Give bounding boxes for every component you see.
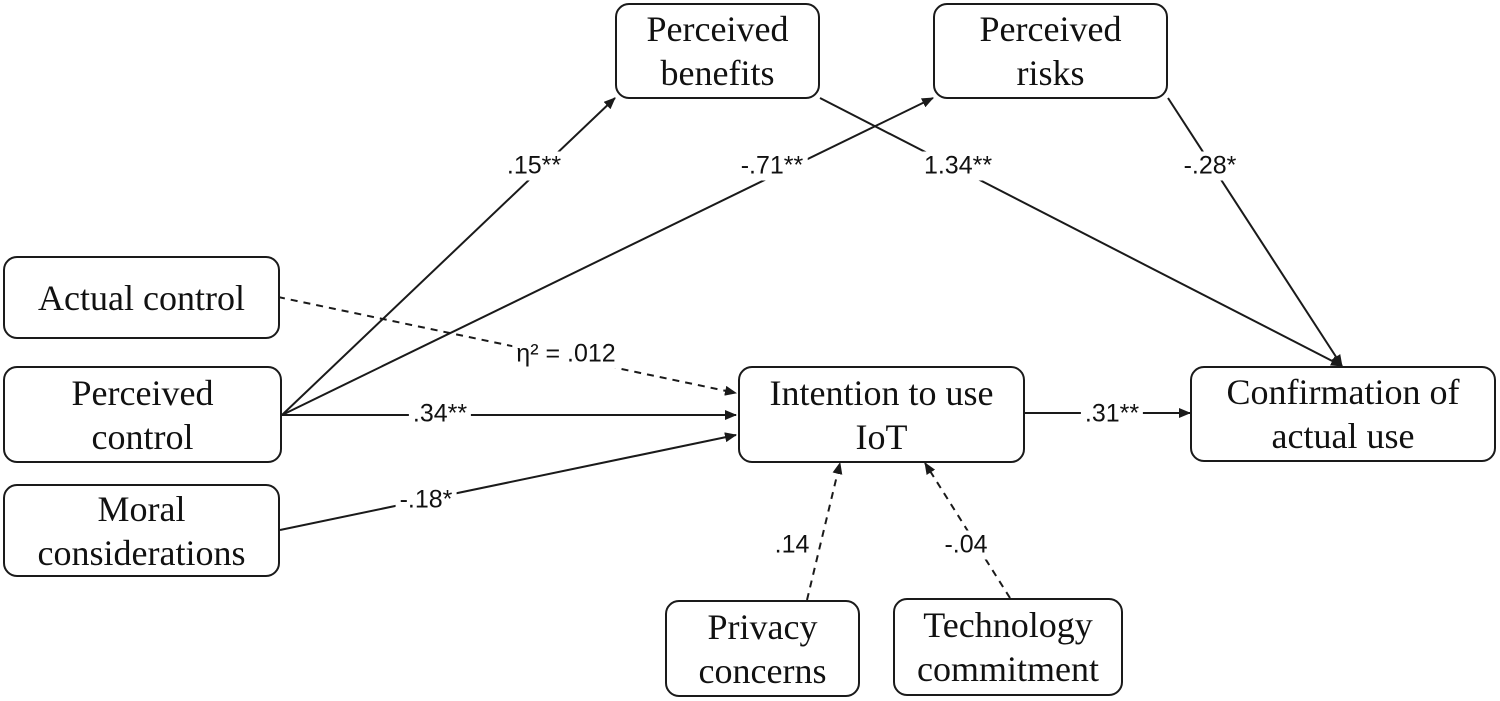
node-text: concerns — [698, 650, 827, 691]
edge-privacy-intention — [806, 462, 843, 601]
node-intention-to-use: Intention to use IoT — [738, 366, 1025, 463]
node-technology-commitment: Technology commitment — [893, 598, 1123, 696]
node-text: risks — [1016, 53, 1085, 93]
edge-label-privacy-intention: .14 — [770, 530, 814, 560]
edge-label-pc-risks: -.71** — [736, 151, 808, 181]
node-text: actual use — [1271, 416, 1415, 456]
edge-label-actual-intention: η² = .012 — [512, 339, 620, 369]
node-text: control — [91, 416, 194, 457]
edge-label-intention-confirmation: .31** — [1080, 399, 1144, 429]
node-text: IoT — [855, 416, 908, 457]
edge-label-moral-intention: -.18* — [395, 485, 457, 515]
edge-benefits-confirmation — [819, 97, 1343, 367]
edge-label-pc-intention: .34** — [408, 399, 472, 429]
node-confirmation: Confirmation of actual use — [1190, 366, 1496, 462]
node-text: Perceived — [979, 9, 1122, 49]
node-text: benefits — [660, 53, 775, 93]
node-text: Intention to use — [769, 372, 994, 413]
node-text: Perceived — [71, 372, 214, 413]
node-text: considerations — [37, 532, 246, 573]
edge-risks-confirmation — [1167, 97, 1343, 367]
node-privacy-concerns: Privacy concerns — [665, 600, 860, 697]
edge-moral-intention — [279, 432, 737, 531]
node-perceived-control: Perceived control — [3, 366, 282, 463]
edge-pc-risks — [281, 97, 934, 416]
node-text: Privacy — [707, 606, 818, 647]
edge-label-technology-intention: -.04 — [940, 530, 992, 560]
node-text: commitment — [917, 649, 1099, 689]
node-actual-control: Actual control — [3, 256, 280, 339]
node-text: Moral — [97, 488, 186, 529]
node-text: Actual control — [38, 277, 245, 318]
edge-label-pc-benefits: .15** — [502, 151, 566, 181]
edge-label-benefits-confirmation: 1.34** — [919, 151, 997, 181]
node-text: Perceived — [646, 9, 789, 49]
node-text: Confirmation of — [1226, 372, 1460, 412]
node-text: Technology — [923, 605, 1093, 645]
edge-actual-intention — [277, 296, 737, 396]
node-perceived-risks: Perceived risks — [933, 3, 1168, 99]
node-moral-considerations: Moral considerations — [3, 484, 280, 577]
node-perceived-benefits: Perceived benefits — [615, 3, 820, 99]
edge-label-risks-confirmation: -.28* — [1179, 151, 1241, 181]
edge-pc-benefits — [281, 97, 616, 416]
